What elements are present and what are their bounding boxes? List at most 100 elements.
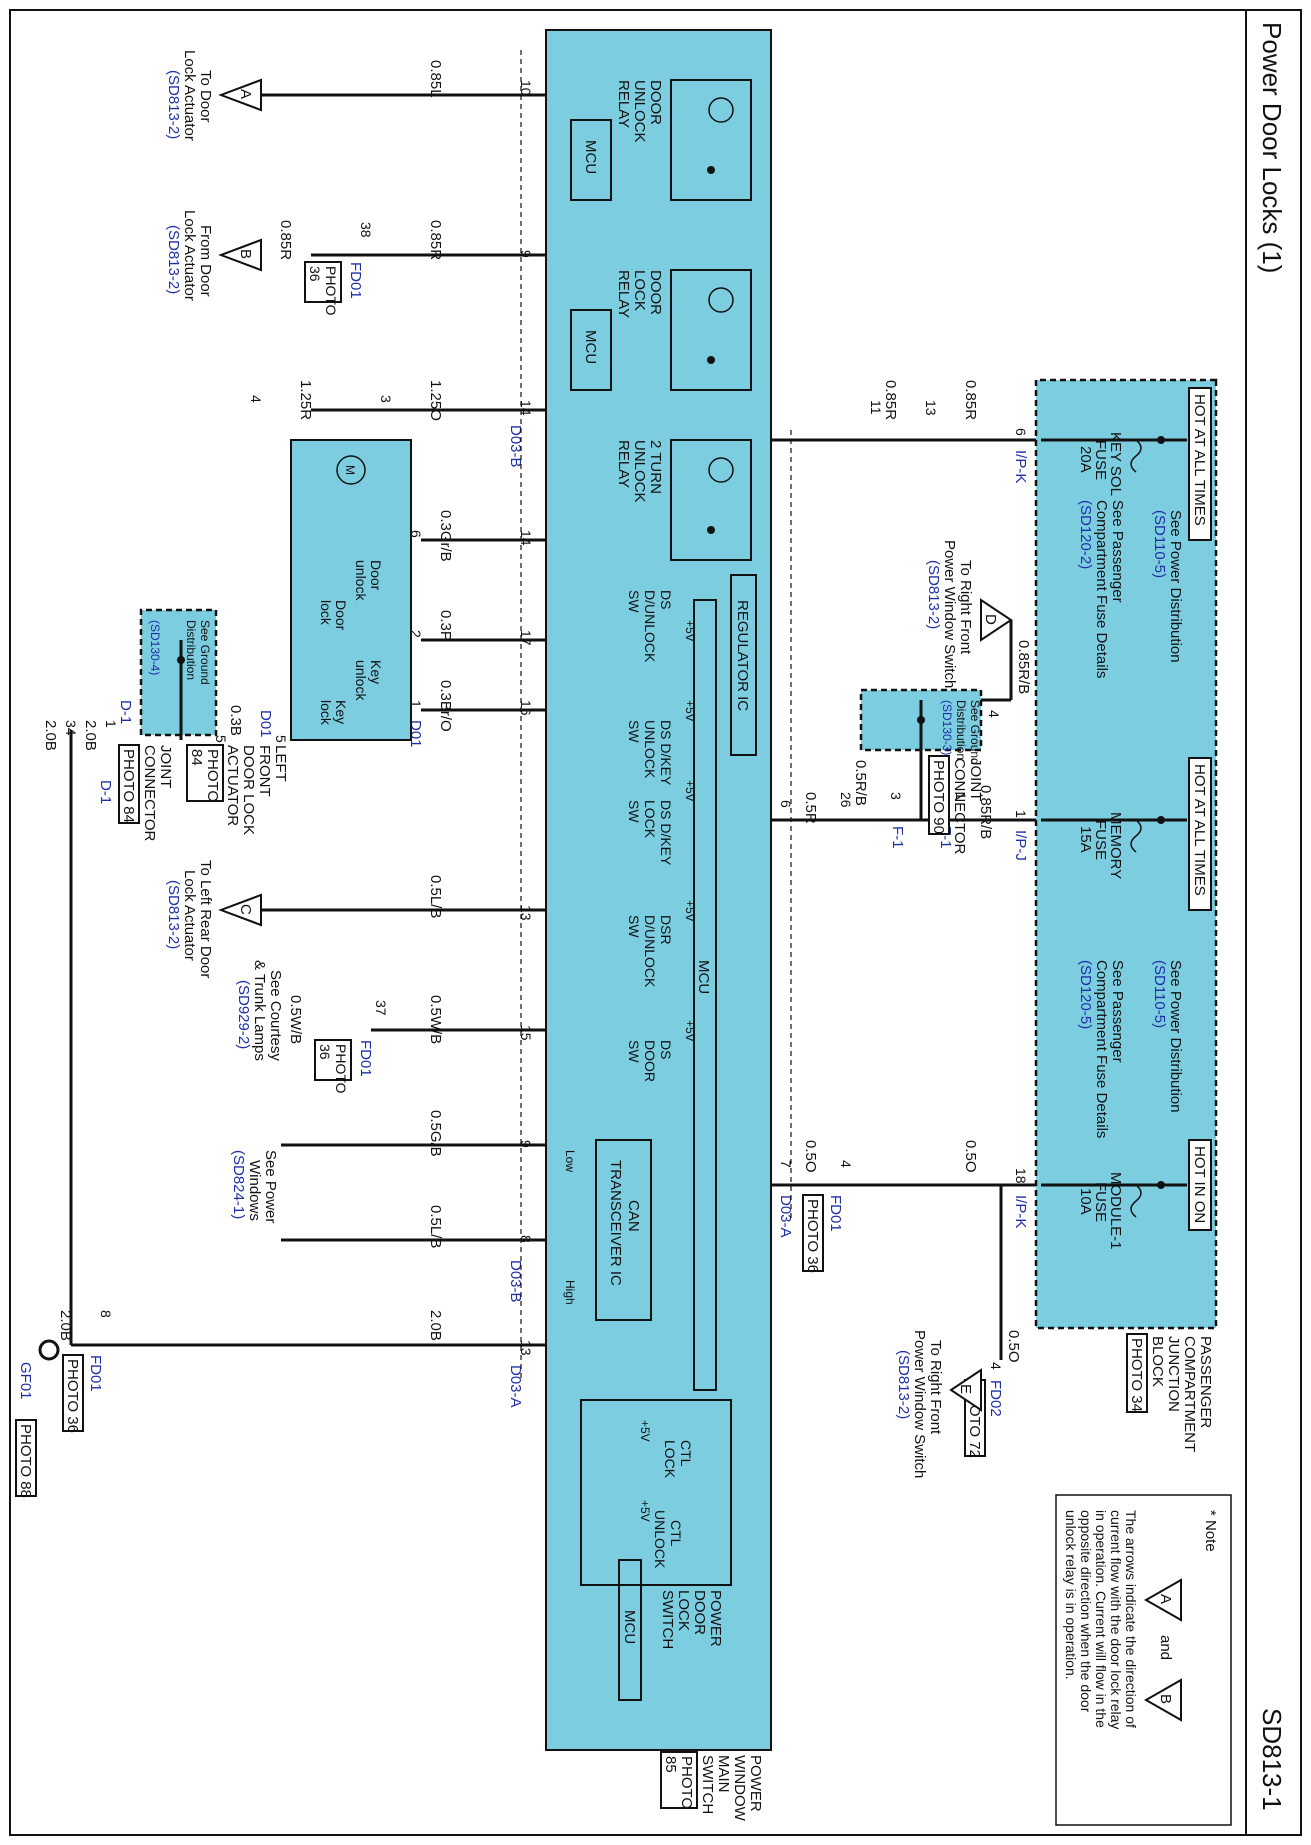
pdl-switch-label: POWER DOOR LOCK SWITCH: [659, 1590, 724, 1649]
pin-6-ipk: 6: [1013, 428, 1029, 436]
joint2-see-1: See Ground: [968, 700, 982, 765]
two-turn-unlock-relay: 2 TURN UNLOCK RELAY: [615, 439, 752, 561]
main-switch-label: POWER WINDOW MAIN SWITCH: [699, 1755, 764, 1822]
svg-text:SW: SW: [626, 590, 642, 613]
svg-text:MODULE-1: MODULE-1: [1107, 1172, 1124, 1250]
w17: 0.3P: [437, 610, 454, 641]
svg-text:16: 16: [518, 700, 534, 716]
pin-26: 26: [838, 792, 854, 808]
joint1-see-1: See Ground: [198, 620, 212, 685]
w37: 0.5W/B: [287, 995, 304, 1044]
door-lock-relay: DOOR LOCK RELAY: [615, 269, 752, 391]
w14a: 1.25O: [427, 380, 444, 421]
ctl-lock-5v: +5V: [638, 1420, 652, 1442]
can-label-1: CAN: [625, 1200, 642, 1232]
note-line-4: opposite direction when the door: [1078, 1510, 1094, 1713]
svg-text:POWER: POWER: [747, 1755, 764, 1812]
svg-text:DS: DS: [658, 590, 674, 609]
svg-text:DS D/KEY: DS D/KEY: [658, 720, 674, 786]
courtesy-1: See Courtesy: [267, 970, 284, 1061]
w6: 0.5R: [802, 792, 819, 824]
offpage-e: [949, 1368, 982, 1412]
actuator-photo-1: PHOTO: [204, 749, 221, 802]
offpage-c-1: To Left Rear Door: [197, 860, 214, 978]
w18: 0.5O: [962, 1140, 979, 1173]
pin-1-f1: 1: [953, 792, 969, 800]
note-line-2: current flow with the door lock relay: [1108, 1510, 1124, 1729]
see-power-1: See Power Distribution: [1167, 510, 1184, 663]
note-box: [1055, 1494, 1232, 1826]
svg-text:+5V: +5V: [683, 780, 697, 802]
joint2-photo-box: [928, 755, 950, 835]
hot-label-1-box: [1188, 387, 1212, 541]
w14b: 0.3Gr/B: [437, 510, 454, 562]
offpage-d-2: Power Window Switch: [941, 540, 958, 688]
photo-36-d-box: [62, 1354, 84, 1432]
svg-text:SW: SW: [626, 915, 642, 938]
svg-text:LOCK: LOCK: [642, 800, 658, 839]
offpage-a-1: To Door: [197, 70, 214, 123]
svg-text:+5V: +5V: [683, 1020, 697, 1042]
svg-text:DOOR: DOOR: [647, 80, 664, 125]
hot-label-1: HOT AT ALL TIMES: [1191, 394, 1208, 526]
photo-88: PHOTO 88: [17, 1424, 34, 1498]
photo-36-a-1: PHOTO: [323, 266, 339, 316]
junction-block: [1034, 378, 1218, 1330]
hot-label-3-box: [1188, 1139, 1212, 1231]
pin-4-fd01: 4: [838, 1160, 854, 1168]
note-line-1: The arrows indicate the direction of: [1123, 1510, 1139, 1728]
joint1-photo-box: [118, 744, 140, 824]
main-photo-box: [660, 1751, 698, 1809]
d-1-a: D-1: [117, 700, 134, 724]
w-d: 0.85R/B: [1015, 640, 1032, 694]
svg-text:10A: 10A: [1077, 1188, 1094, 1215]
d03-a-3: D03-A: [507, 1365, 524, 1408]
svg-text:SWITCH: SWITCH: [699, 1755, 716, 1814]
windows-ref: (SD824-1): [230, 1150, 247, 1219]
svg-text:14: 14: [518, 530, 534, 546]
see-power-1-ref: (SD110-5): [1151, 510, 1168, 578]
w9b: 0.5G/B: [427, 1110, 444, 1157]
pin-18: 18: [1013, 1168, 1029, 1184]
jb-photo: PHOTO 34: [1128, 1338, 1145, 1412]
svg-text:RELAY: RELAY: [615, 270, 632, 318]
svg-text:LEFT: LEFT: [272, 745, 289, 782]
ground-icon: [38, 1339, 60, 1361]
svg-text:FUSE: FUSE: [1092, 820, 1109, 860]
pin-6: 6: [778, 800, 794, 808]
door-unlock-1: Door: [368, 560, 384, 591]
svg-text:FRONT: FRONT: [256, 745, 273, 797]
pin-5: 5: [273, 735, 289, 743]
joint2-label-1: JOINT: [967, 758, 984, 801]
ctl-lock-2: LOCK: [662, 1440, 678, 1479]
svg-text:10: 10: [518, 80, 534, 96]
note-arrow-a-letter: A: [1157, 1594, 1174, 1604]
svg-text:D/UNLOCK: D/UNLOCK: [642, 590, 658, 663]
sw-label-4: DSR D/UNLOCK SW +5V: [626, 900, 697, 988]
svg-text:SW: SW: [626, 720, 642, 743]
offpage-d-letter: D: [982, 614, 999, 625]
svg-text:WINDOW: WINDOW: [731, 1755, 748, 1822]
photo-36-d: PHOTO 36: [64, 1359, 81, 1433]
see-pass-1-a: See Passenger: [1109, 500, 1126, 603]
offpage-b-2: Lock Actuator: [181, 210, 198, 301]
photo-36-b-2: 36: [317, 1044, 333, 1060]
joint1-ref: (SD130-4): [148, 620, 162, 675]
sw-label-5: DS DOOR SW +5V: [626, 1020, 697, 1082]
offpage-d-1: To Right Front: [957, 560, 974, 655]
pin-38: 38: [358, 222, 374, 238]
actuator-photo-box: [186, 744, 224, 802]
w38: 0.85R: [277, 220, 294, 260]
joint2-photo: PHOTO 90: [930, 760, 947, 834]
pin-1-ipj: 1: [1013, 810, 1029, 818]
w13b: 2.0B: [427, 1310, 444, 1341]
see-pass-2-a: See Passenger: [1109, 960, 1126, 1063]
svg-text:POWER: POWER: [707, 1590, 724, 1647]
svg-text:DS: DS: [658, 1040, 674, 1059]
motor-label: M: [343, 465, 357, 475]
page-title: Power Door Locks (1): [1257, 22, 1287, 273]
w8: 0.5L/B: [427, 1205, 444, 1248]
w1: 0.85R/B: [977, 785, 994, 839]
